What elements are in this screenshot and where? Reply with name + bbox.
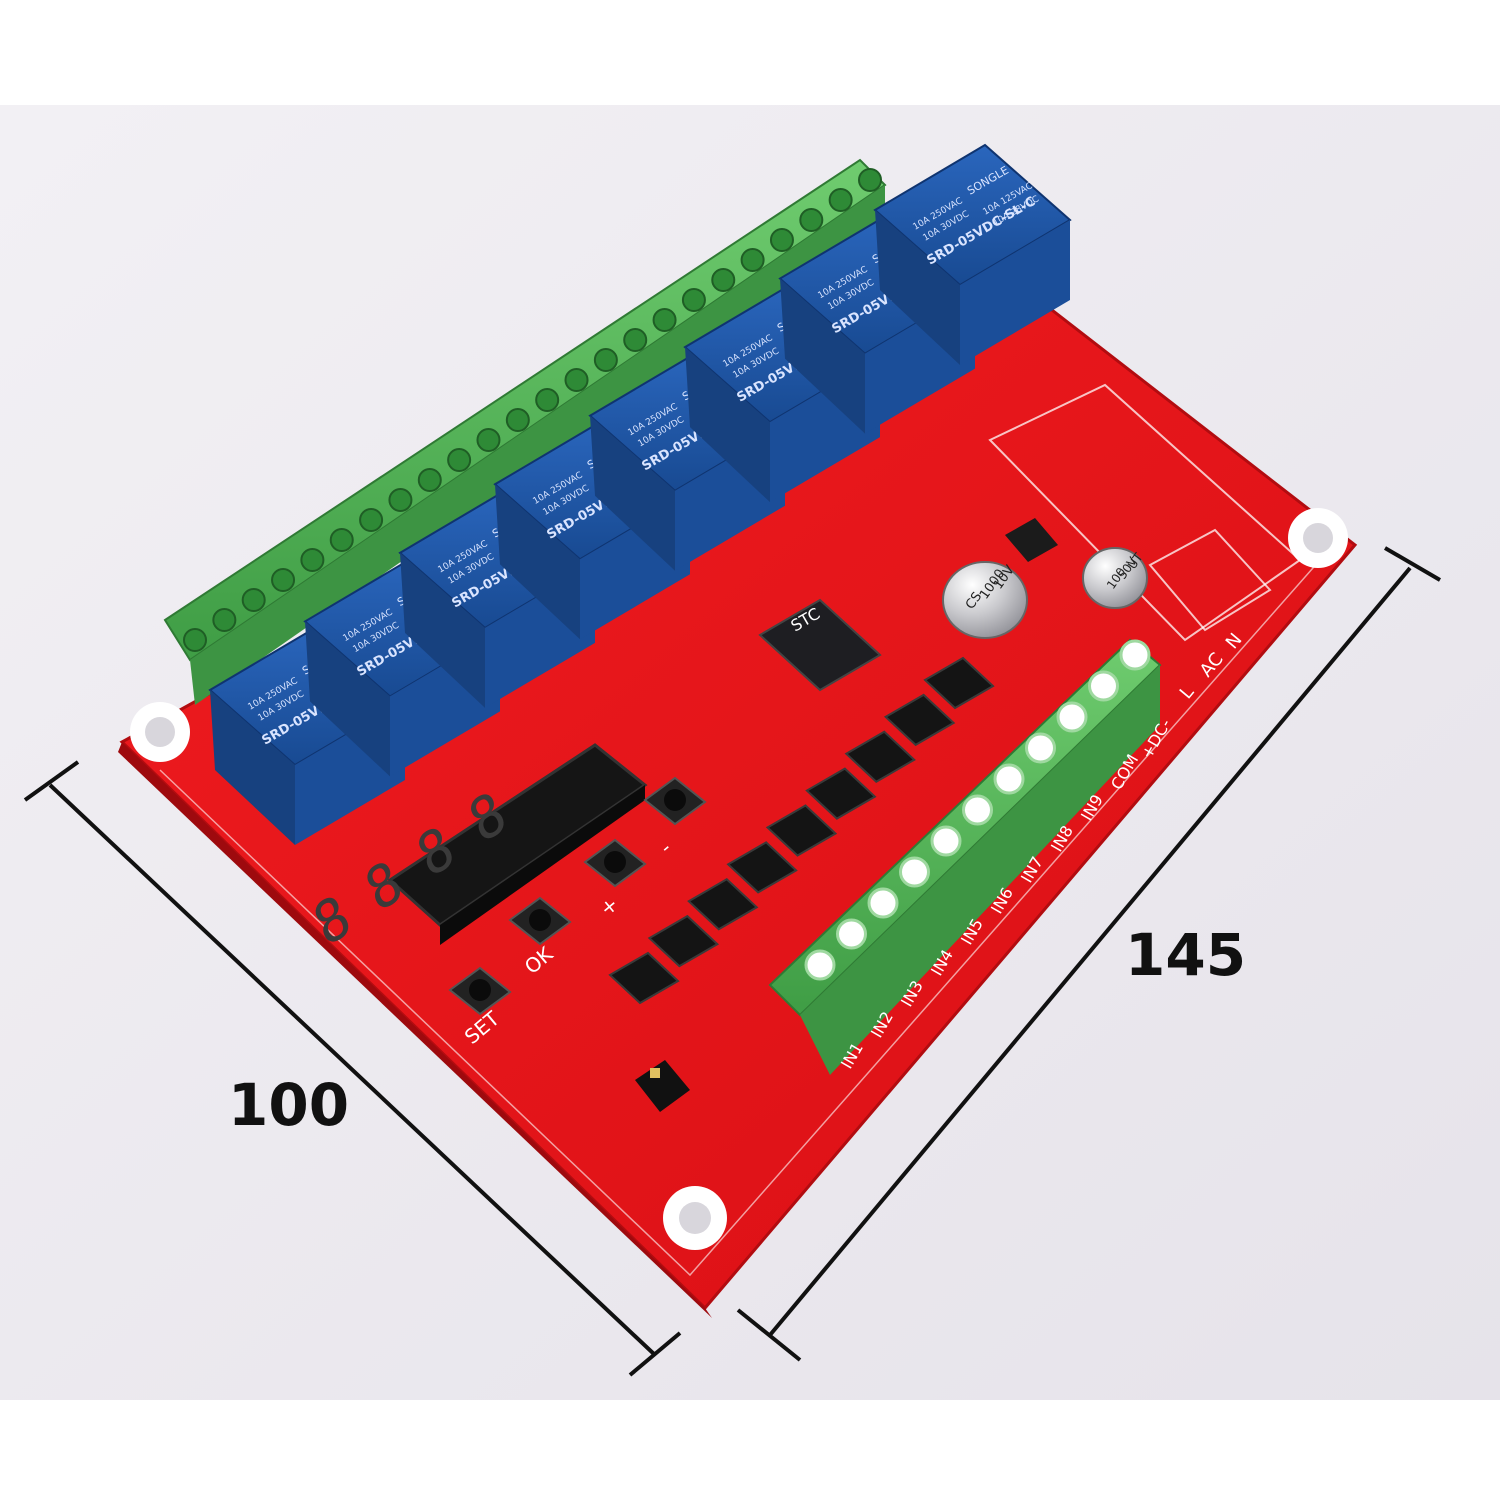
terminal-screw [836,918,867,950]
terminal-screw [930,825,962,857]
terminal-screw [593,348,618,372]
terminal-screw [623,328,648,352]
optocoupler [805,767,877,820]
terminal-screw [1025,732,1056,764]
width-dimension-label: 100 [228,1071,349,1139]
optocoupler-row [608,656,995,1005]
terminal-screw [1056,701,1088,733]
pcb-edge-shadow [118,742,712,1318]
terminal-screw [241,588,266,612]
terminal-screw [1088,670,1119,702]
optocoupler [923,656,995,710]
terminal-screw [652,308,677,332]
terminal-screw [564,368,589,392]
seven-segment-display [387,743,648,945]
microcontroller-chip: STC [758,598,882,692]
terminal-screw [681,288,706,312]
terminal-screw [799,208,824,232]
terminal-screw [962,794,993,826]
optocoupler [883,693,956,747]
terminal-screw [858,168,882,192]
jumper-header [635,1060,690,1112]
terminal-screw [993,763,1025,795]
terminal-screw [899,856,930,888]
terminal-screw [359,508,384,532]
terminal-screw [300,548,325,572]
terminal-screw [476,428,501,452]
dimension-line-length [736,546,1442,1362]
inductor [1005,518,1058,562]
terminal-screw [535,388,560,412]
optocoupler [844,730,916,783]
terminal-screw [828,188,853,212]
optocoupler [765,804,838,857]
length-dimension-label: 145 [1125,921,1246,989]
terminal-screw [447,448,472,472]
terminal-screw [183,628,207,652]
mounting-holes [130,508,1348,1250]
terminal-screw [1119,639,1151,671]
capacitor-100uf: 100 50V UT [1082,547,1148,609]
optocoupler [647,914,720,968]
terminal-screw [740,248,765,272]
terminal-screw [804,949,836,981]
optocoupler [726,841,798,894]
terminal-screw [212,608,237,632]
terminal-screw [388,488,413,512]
optocoupler [608,951,680,1005]
capacitor-1000uf: CS 1000 10V [942,561,1028,639]
terminal-screws-back [183,168,882,652]
dimension-line-width [23,760,682,1377]
terminal-screw [329,528,354,552]
terminal-screw [417,468,442,492]
terminal-screw [769,228,794,252]
terminal-screws-front [804,639,1151,981]
silkscreen-outline [159,559,1321,1277]
terminal-screw [505,408,530,432]
terminal-screw [867,887,899,919]
optocoupler [687,878,759,931]
terminal-screw [271,568,296,592]
input-terminal-strip [768,638,1162,1075]
terminal-screw [711,268,736,292]
